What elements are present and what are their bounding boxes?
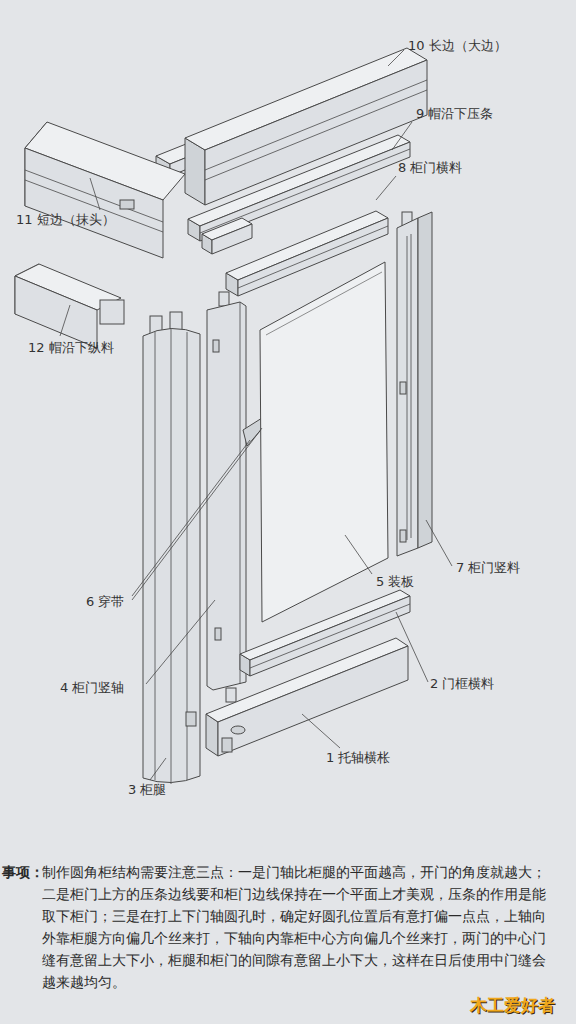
leader-line (90, 178, 100, 210)
callout-label: 9 帽沿下压条 (416, 106, 493, 122)
long-side-groove (205, 90, 427, 180)
leader-line (345, 535, 372, 574)
note-heading: 事项： (2, 861, 44, 883)
mortise (213, 340, 219, 352)
leader-line (150, 758, 166, 780)
callout-label: 11 短边（抹头） (16, 212, 115, 228)
leader-line (392, 122, 412, 150)
callout-label: 10 长边（大边） (408, 38, 507, 54)
leader-line (426, 520, 452, 566)
stile-groove (407, 236, 408, 540)
short-side (25, 148, 163, 258)
watermark: 木工爱好者 (470, 997, 555, 1013)
note-text: 制作圆角柜结构需要注意三点：一是门轴比柜腿的平面越高，开门的角度就越大；二是柜门… (42, 861, 547, 993)
tenon (100, 300, 124, 324)
mortise (215, 628, 221, 640)
callout-label: 4 柜门竖轴 (60, 680, 124, 696)
panel-edge (266, 272, 382, 335)
leader-line (146, 600, 215, 684)
pivot-pin (219, 292, 229, 306)
callout-label: 12 帽沿下纵料 (28, 340, 114, 356)
leader-line (376, 176, 396, 200)
mortise (222, 738, 232, 752)
pivot-hole (231, 726, 245, 734)
pivot-rail (218, 646, 408, 756)
door-pivot (207, 302, 246, 690)
door-stile (418, 212, 432, 548)
leader-line (60, 305, 70, 336)
mortise (400, 530, 406, 542)
pivot-pin (226, 688, 236, 702)
leader-line (388, 50, 404, 66)
door-rail (226, 211, 388, 280)
leader-line (396, 612, 428, 682)
leg-bead (155, 332, 156, 780)
cabinet-leg (143, 328, 200, 782)
callout-label: 8 柜门横料 (398, 160, 462, 176)
mortise (400, 382, 406, 394)
mortise (186, 712, 196, 726)
pivot-edge (240, 302, 241, 684)
callout-label: 3 柜腿 (128, 782, 166, 798)
leg-bead (171, 328, 172, 784)
callout-label: 1 托轴横枨 (326, 750, 390, 766)
leader-line (132, 440, 250, 596)
callout-label: 2 门框横料 (430, 676, 494, 692)
leader-line (302, 714, 340, 748)
cornice-rail (15, 276, 97, 348)
panel (260, 262, 388, 622)
rail-tenon (212, 224, 252, 254)
callout-label: 5 装板 (376, 574, 414, 590)
mortise (120, 200, 134, 209)
door-stile (397, 218, 418, 556)
leader-line (132, 428, 262, 600)
callout-label: 6 穿带 (86, 594, 124, 610)
callout-label: 7 柜门竖料 (456, 560, 520, 576)
stile-groove (411, 234, 412, 538)
